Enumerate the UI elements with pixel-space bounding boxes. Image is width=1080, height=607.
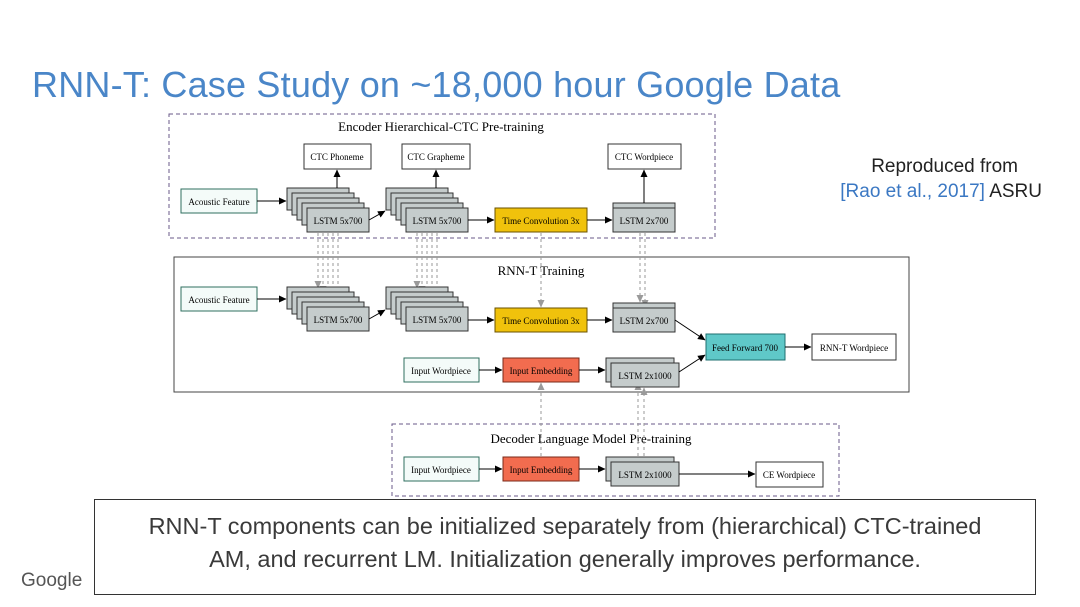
reference-venue: ASRU — [989, 181, 1042, 202]
rnnt-time-convolution: Time Convolution 3x — [494, 307, 588, 333]
feed-forward-box: Feed Forward 700 — [705, 333, 786, 361]
svg-text:Time Convolution 3x: Time Convolution 3x — [502, 316, 580, 326]
svg-text:CTC Phoneme: CTC Phoneme — [310, 152, 363, 162]
svg-text:Time Convolution 3x: Time Convolution 3x — [502, 216, 580, 226]
svg-text:LSTM 5x700: LSTM 5x700 — [413, 315, 462, 325]
rnnt-input-wordpiece: Input Wordpiece — [403, 357, 480, 383]
svg-text:LSTM 2x1000: LSTM 2x1000 — [618, 470, 672, 480]
svg-text:Acoustic Feature: Acoustic Feature — [188, 197, 249, 207]
decoder-section-frame — [391, 423, 840, 497]
ctc-phoneme-box: CTC Phoneme — [303, 143, 372, 170]
svg-text:CTC Grapheme: CTC Grapheme — [407, 152, 464, 162]
encoder-lstm-stack-2: LSTM 5x700 — [385, 187, 469, 233]
reference-link[interactable]: [Rao et al., 2017] — [840, 181, 985, 202]
svg-text:Input Wordpiece: Input Wordpiece — [411, 366, 471, 376]
rnnt-input-embedding: Input Embedding — [502, 357, 580, 383]
decoder-input-wordpiece: Input Wordpiece — [403, 456, 480, 482]
svg-text:LSTM 5x700: LSTM 5x700 — [314, 216, 363, 226]
decoder-input-embedding: Input Embedding — [502, 456, 580, 482]
rnnt-lstm-stack-1: LSTM 5x700 — [286, 286, 370, 332]
encoder-lstm-stack-1: LSTM 5x700 — [286, 187, 370, 233]
init-transfer-arrows — [314, 233, 649, 456]
slide-title: RNN-T: Case Study on ~18,000 hour Google… — [32, 64, 841, 105]
rnnt-arrow — [368, 309, 386, 320]
svg-text:LSTM 2x700: LSTM 2x700 — [620, 316, 669, 326]
svg-text:Feed Forward 700: Feed Forward 700 — [712, 343, 778, 353]
google-logo: Google — [21, 570, 83, 591]
svg-text:LSTM 5x700: LSTM 5x700 — [413, 216, 462, 226]
ce-wordpiece-box: CE Wordpiece — [755, 461, 824, 488]
encoder-acoustic-feature: Acoustic Feature — [180, 188, 258, 214]
encoder-arrow — [368, 210, 386, 221]
svg-text:CE Wordpiece: CE Wordpiece — [763, 470, 815, 480]
svg-text:Input Embedding: Input Embedding — [510, 366, 573, 376]
caption-box: RNN-T components can be initialized sepa… — [94, 499, 1036, 595]
caption-text: RNN-T components can be initialized sepa… — [148, 513, 982, 572]
svg-text:Input Wordpiece: Input Wordpiece — [411, 465, 471, 475]
reference-line: Reproduced from — [871, 156, 1018, 177]
rnnt-arrow — [674, 319, 706, 341]
svg-text:LSTM 2x1000: LSTM 2x1000 — [618, 371, 672, 381]
rnnt-arrow — [678, 354, 706, 373]
decoder-section-title: Decoder Language Model Pre-training — [490, 431, 692, 446]
rnnt-wordpiece-box: RNN-T Wordpiece — [811, 333, 897, 361]
svg-text:RNN-T Wordpiece: RNN-T Wordpiece — [820, 343, 888, 353]
svg-text:LSTM 5x700: LSTM 5x700 — [314, 315, 363, 325]
reference-note: Reproduced from [Rao et al., 2017] ASRU — [782, 154, 1042, 204]
ctc-grapheme-box: CTC Grapheme — [401, 143, 471, 170]
rnnt-lstm-2x700: LSTM 2x700 — [612, 302, 676, 333]
architecture-diagram: Encoder Hierarchical-CTC Pre-training RN… — [168, 113, 910, 497]
svg-text:Acoustic Feature: Acoustic Feature — [188, 295, 249, 305]
encoder-lstm-2x700: LSTM 2x700 — [612, 202, 676, 233]
encoder-time-convolution: Time Convolution 3x — [494, 207, 588, 233]
rnnt-lstm-stack-2: LSTM 5x700 — [385, 286, 469, 332]
encoder-section-title: Encoder Hierarchical-CTC Pre-training — [338, 119, 544, 134]
ctc-wordpiece-box: CTC Wordpiece — [607, 143, 682, 170]
encoder-section-frame — [168, 113, 716, 239]
svg-text:Input Embedding: Input Embedding — [510, 465, 573, 475]
svg-text:LSTM 2x700: LSTM 2x700 — [620, 216, 669, 226]
svg-text:CTC Wordpiece: CTC Wordpiece — [615, 152, 673, 162]
rnnt-acoustic-feature: Acoustic Feature — [180, 286, 258, 312]
rnnt-lstm-2x1000: LSTM 2x1000 — [605, 357, 680, 388]
decoder-lstm-2x1000: LSTM 2x1000 — [605, 456, 680, 487]
